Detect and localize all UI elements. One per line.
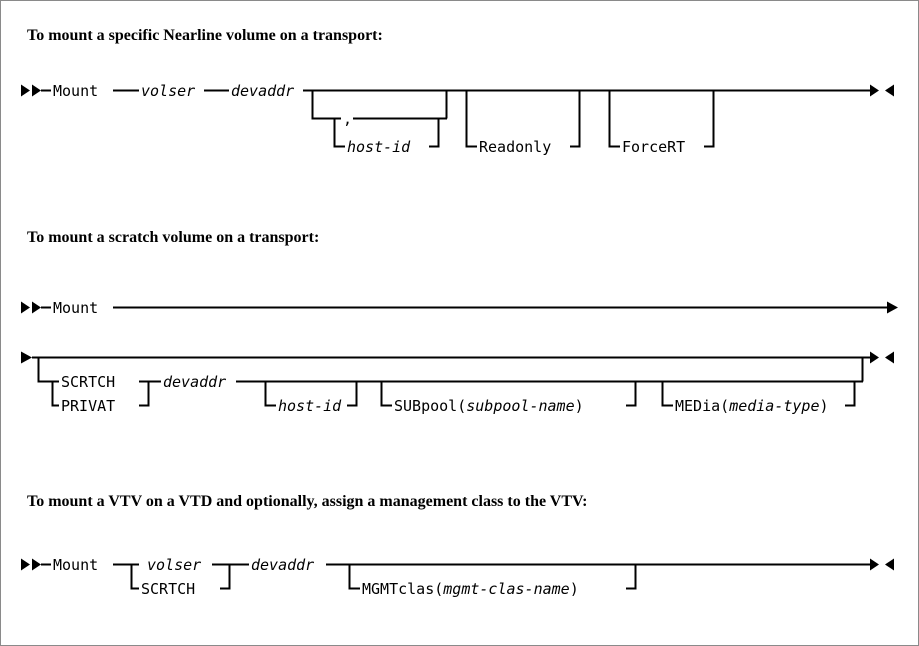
- heading-nearline: To mount a specific Nearline volume on a…: [27, 27, 383, 44]
- end-marker-icon-1: [870, 84, 894, 97]
- token-scrtch-3: SCRTCH: [141, 580, 195, 598]
- heading-scratch: To mount a scratch volume on a transport…: [27, 229, 320, 246]
- token-devaddr-1: devaddr: [231, 82, 294, 100]
- token-readonly-1: Readonly: [479, 138, 551, 156]
- token-devaddr-2: devaddr: [163, 373, 226, 391]
- token-comma-1: ,: [343, 110, 352, 128]
- continue-marker-icon-2: [887, 301, 898, 314]
- token-subpool-2: SUBpool(subpool-name): [394, 397, 584, 415]
- token-volser-1: volser: [141, 82, 195, 100]
- token-privat-2: PRIVAT: [61, 397, 115, 415]
- token-mgmtclas-3: MGMTclas(mgmt-clas-name): [362, 580, 579, 598]
- token-host-id-1: host-id: [347, 138, 411, 156]
- resume-marker-icon-2: [21, 351, 32, 364]
- end-marker-icon-2: [870, 351, 894, 364]
- start-marker-icon-3: [21, 558, 41, 571]
- token-forcert-1: ForceRT: [622, 138, 685, 156]
- token-volser-3: volser: [147, 556, 201, 574]
- start-marker-icon: [21, 84, 41, 97]
- token-mount-3: Mount: [53, 556, 98, 574]
- token-mount-1: Mount: [53, 82, 98, 100]
- token-host-id-2: host-id: [278, 397, 342, 415]
- start-marker-icon-2: [21, 301, 41, 314]
- token-scrtch-2: SCRTCH: [61, 373, 115, 391]
- token-devaddr-3: devaddr: [251, 556, 314, 574]
- token-media-2: MEDia(media-type): [675, 397, 829, 415]
- end-marker-icon-3: [870, 558, 894, 571]
- token-mount-2: Mount: [53, 299, 98, 317]
- heading-vtv: To mount a VTV on a VTD and optionally, …: [27, 493, 588, 510]
